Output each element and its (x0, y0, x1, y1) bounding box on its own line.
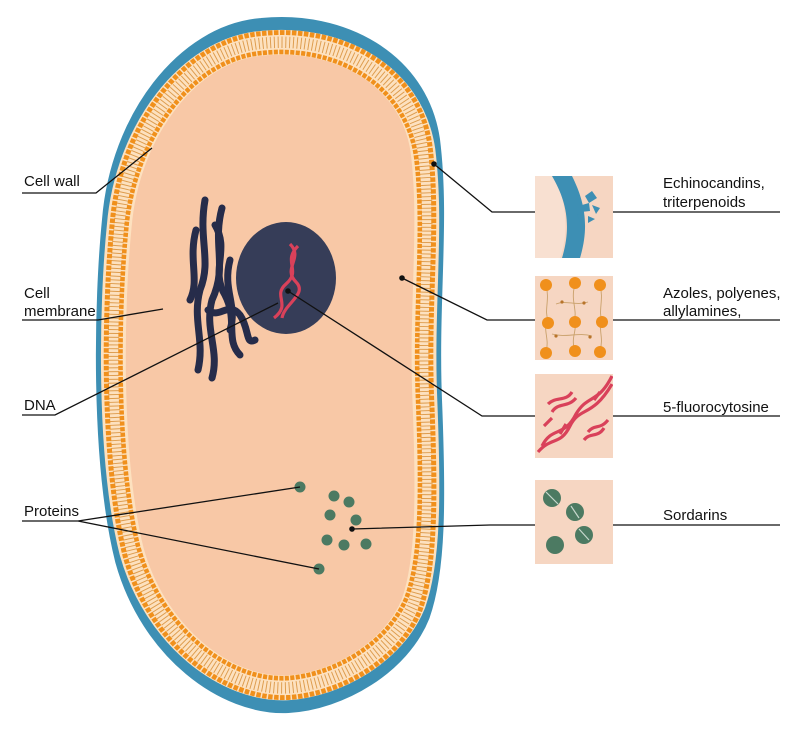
protein (328, 490, 340, 502)
inset-dna (535, 374, 613, 458)
protein (350, 514, 362, 526)
right-leaders (285, 161, 780, 532)
inset-cell-wall (535, 176, 613, 258)
leader-fluorocytosine (287, 290, 535, 417)
leader-cell-membrane (22, 308, 164, 321)
label-cell-wall: Cell wall (24, 173, 80, 190)
leader-dna (22, 302, 279, 416)
label-cell-membrane-line2: membrane (24, 303, 96, 320)
leader-proteins (22, 486, 320, 570)
drug-label-fluorocytosine: 5-fluorocytosine (663, 399, 769, 416)
protein (321, 534, 333, 546)
inset-proteins (535, 480, 613, 564)
drug-label-allylamines: allylamines, (663, 303, 741, 320)
label-cell-membrane-line1: Cell (24, 285, 50, 302)
protein (324, 509, 336, 521)
leader-azoles (401, 277, 535, 321)
drug-label-azoles: Azoles, polyenes, (663, 285, 781, 302)
protein (360, 538, 372, 550)
drug-labels: Echinocandins, triterpenoids Azoles, pol… (663, 175, 781, 524)
leader-echinocandins (433, 163, 535, 213)
left-labels: Cell wall Cell membrane DNA Proteins (22, 147, 320, 570)
leader-cell-wall (22, 147, 153, 194)
leader-sordarins (351, 524, 535, 530)
endoplasmic-reticulum (186, 196, 259, 382)
protein (343, 496, 355, 508)
protein (338, 539, 350, 551)
drug-label-triterpenoids: triterpenoids (663, 194, 746, 211)
inset-cell-membrane (535, 276, 613, 360)
label-dna: DNA (24, 397, 56, 414)
dna-strand (272, 242, 301, 320)
proteins (294, 481, 372, 575)
drug-label-echinocandins: Echinocandins, (663, 175, 765, 192)
drug-label-sordarins: Sordarins (663, 507, 727, 524)
label-proteins: Proteins (24, 503, 79, 520)
